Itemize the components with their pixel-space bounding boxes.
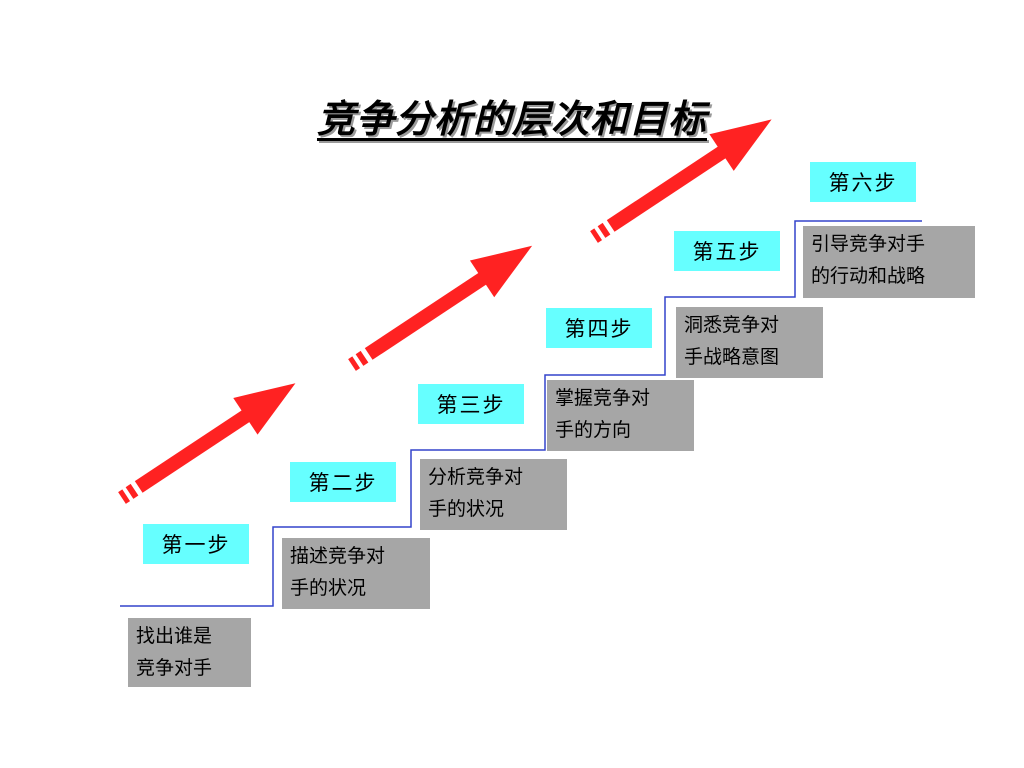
step-5-description: 洞悉竞争对 手战略意图: [676, 307, 823, 378]
step-5-desc-line2: 手战略意图: [684, 346, 780, 368]
step-4-desc-line1: 掌握竞争对: [555, 387, 651, 409]
step-4-label: 第四步: [546, 308, 652, 348]
step-3-desc-line1: 分析竞争对: [428, 466, 524, 488]
step-1-desc-line2: 竞争对手: [136, 657, 213, 679]
step-6-label: 第六步: [810, 162, 916, 202]
step-2-desc-line1: 描述竞争对: [290, 545, 386, 567]
step-6-description: 引导竞争对手 的行动和战略: [803, 226, 975, 298]
step-2-label: 第二步: [290, 462, 396, 502]
step-1-desc-line1: 找出谁是: [136, 625, 213, 647]
step-3-description: 分析竞争对 手的状况: [420, 459, 567, 530]
step-6-desc-line1: 引导竞争对手: [811, 233, 926, 255]
arrow-2: [348, 245, 533, 371]
step-2-desc-line2: 手的状况: [290, 577, 367, 599]
arrow-1: [118, 383, 296, 504]
step-4-description: 掌握竞争对 手的方向: [547, 380, 694, 451]
step-3-label: 第三步: [418, 384, 524, 424]
step-3-desc-line2: 手的状况: [428, 498, 505, 520]
step-1-label: 第一步: [143, 524, 249, 564]
step-5-desc-line1: 洞悉竞争对: [684, 314, 780, 336]
step-5-label: 第五步: [674, 231, 780, 271]
arrow-3: [590, 119, 772, 243]
step-4-desc-line2: 手的方向: [555, 419, 632, 441]
step-1-description: 找出谁是 竞争对手: [128, 618, 251, 687]
step-6-desc-line2: 的行动和战略: [811, 265, 926, 287]
page-title: 竞争分析的层次和目标: [316, 96, 707, 141]
step-2-description: 描述竞争对 手的状况: [282, 538, 430, 609]
